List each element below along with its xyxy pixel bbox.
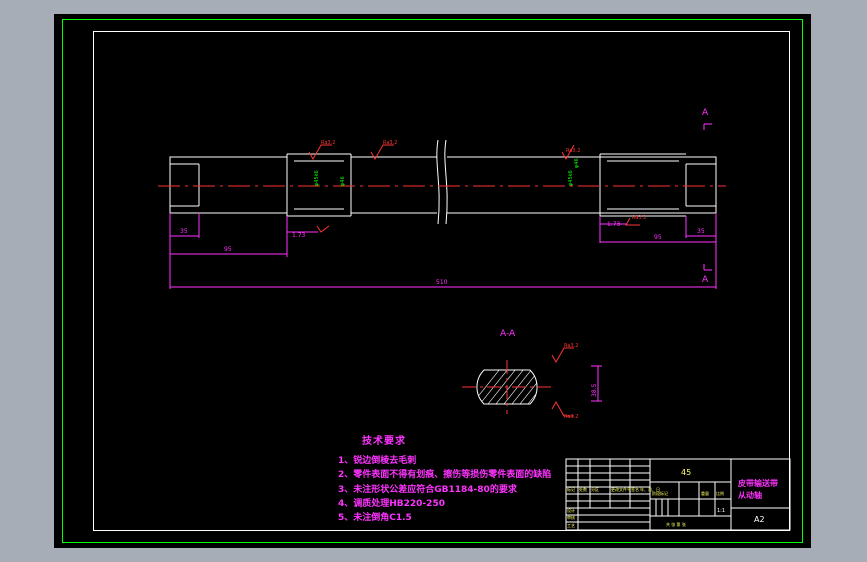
dim-left-end: 35 <box>180 228 188 235</box>
roughness-label: Ra3.2 <box>321 140 335 146</box>
dim-section-depth: 38.5 <box>591 383 598 397</box>
tech-requirements-title: 技术要求 <box>362 436 406 447</box>
roughness-label: Ra3.2 <box>383 140 397 146</box>
shaft-drawing: φ45k6 φ46 φ45k6 φ46 Ra3.2 Ra3.2 Ra3.2 Ra… <box>158 108 791 531</box>
stage-label: 比例 <box>716 490 724 496</box>
tech-item: 2、零件表面不得有划痕、擦伤等损伤零件表面的缺陷 <box>338 470 552 481</box>
tech-item: 3、未注形状公差应符合GB1184-80的要求 <box>338 484 517 495</box>
title-block <box>565 458 791 531</box>
roughness-label: Ra3.2 <box>564 343 578 349</box>
part-name-line2: 从动轴 <box>738 490 762 500</box>
scale-value: 1:1 <box>717 508 725 514</box>
section-marker-bottom: A <box>702 275 709 285</box>
material-value: 45 <box>681 468 691 477</box>
part-name-line1: 皮带输送带 <box>737 478 778 488</box>
section-markers: A A A-A <box>500 108 709 339</box>
shaft-outline <box>169 139 717 225</box>
stage-label: 阶段标记 <box>652 490 668 496</box>
tech-item: 1、锐边倒棱去毛刺 <box>338 456 417 466</box>
dim-right-step: 95 <box>654 234 662 241</box>
dimension-lines <box>169 123 717 402</box>
roughness-labels: Ra3.2 Ra3.2 Ra3.2 Ra3.2 Ra3.2 Ra3.2 <box>321 140 646 420</box>
header-label: 更改文件号 <box>611 486 631 492</box>
section-view <box>462 360 554 414</box>
dim-left-chamfer: 1.73 <box>292 232 306 239</box>
dim-overall: 510 <box>436 279 448 286</box>
dimension-values: 35 95 95 35 510 1.73 1.73 38.5 <box>180 221 705 397</box>
row-label: 审核 <box>567 514 575 520</box>
dim-right-chamfer: 1.73 <box>607 221 621 228</box>
dim-right-end: 35 <box>697 228 705 235</box>
row-label: 工艺 <box>567 523 575 528</box>
tech-item: 4、调质处理HB220-250 <box>338 498 445 509</box>
drawing-frame <box>93 31 790 531</box>
section-marker-top: A <box>702 108 709 118</box>
svg-text:φ45k6: φ45k6 <box>568 170 574 186</box>
svg-text:φ46: φ46 <box>574 158 580 168</box>
svg-text:φ45k6: φ45k6 <box>314 170 320 186</box>
sheet-border <box>62 19 803 543</box>
cad-viewport[interactable]: φ45k6 φ46 φ45k6 φ46 Ra3.2 Ra3.2 Ra3.2 Ra… <box>54 14 811 548</box>
header-label: 处数 <box>579 486 587 492</box>
roughness-symbols <box>308 144 640 417</box>
header-label: 分区 <box>591 486 599 492</box>
row-label: 设计 <box>567 507 575 513</box>
row-label: 标记 <box>567 486 575 492</box>
roughness-label: Ra3.2 <box>564 414 578 420</box>
roughness-label: Ra3.2 <box>632 215 646 221</box>
header-label: 年、月、日 <box>640 486 660 492</box>
roughness-label: Ra3.2 <box>566 148 580 154</box>
title-block-text: 45 皮带输送带 从动轴 A2 1:1 标记 设计 审核 工艺 处数 分区 更改… <box>567 468 778 528</box>
tech-item: 5、未注倒角C1.5 <box>338 513 412 524</box>
diameter-labels: φ45k6 φ46 φ45k6 φ46 <box>314 158 580 186</box>
sheet-info: 共 张 第 张 <box>666 521 686 527</box>
stage-label: 重量 <box>701 490 709 496</box>
tech-requirements-list: 1、锐边倒棱去毛刺 2、零件表面不得有划痕、擦伤等损伤零件表面的缺陷 3、未注形… <box>338 454 551 525</box>
section-title: A-A <box>500 329 516 339</box>
sheet-size: A2 <box>754 515 765 524</box>
svg-text:φ46: φ46 <box>340 176 346 186</box>
dim-left-step: 95 <box>224 246 232 253</box>
header-label: 签名 <box>631 486 639 492</box>
